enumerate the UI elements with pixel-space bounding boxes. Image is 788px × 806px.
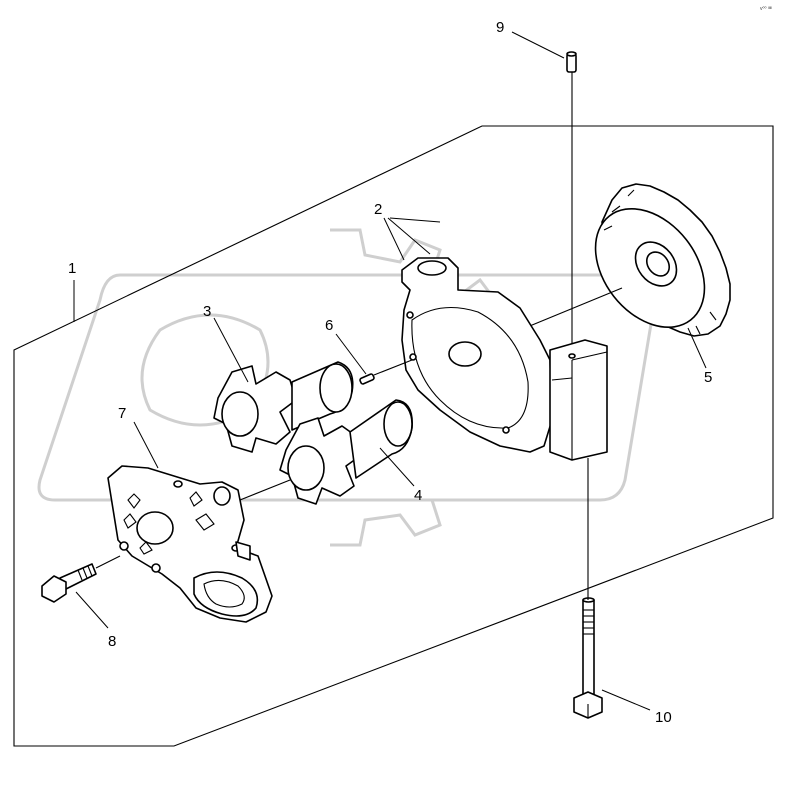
rotor-gear-upper-part [213,361,354,453]
assembly-outline [13,125,774,747]
cover-plate-part [107,465,273,623]
callout-8: 8 [108,633,116,650]
axis-line-rotor [239,479,291,501]
axis-line-short-bolt [95,555,121,569]
drive-gear-part [594,183,731,337]
rotor-gear-lower-part [279,399,413,505]
callout-3: 3 [203,303,211,320]
axis-line-gear [519,287,623,331]
pump-body-part [401,257,608,461]
callout-10: 10 [655,709,672,726]
callout-1: 1 [68,260,76,277]
callout-2: 2 [374,201,382,218]
callout-9: 9 [496,19,504,36]
callout-4: 4 [414,487,422,504]
leader-lines [73,31,707,711]
callout-7: 7 [118,405,126,422]
small-pin-part [359,373,375,385]
short-bolt-part [41,563,97,603]
long-bolt-part [573,597,603,719]
callout-5: 5 [704,369,712,386]
axis-line-small-pin [373,359,413,376]
callout-6: 6 [325,317,333,334]
dowel-pin-part [566,51,577,73]
reference-code: v⁰⁰ ᴵᴵᴵᴵᴵ [760,6,772,12]
